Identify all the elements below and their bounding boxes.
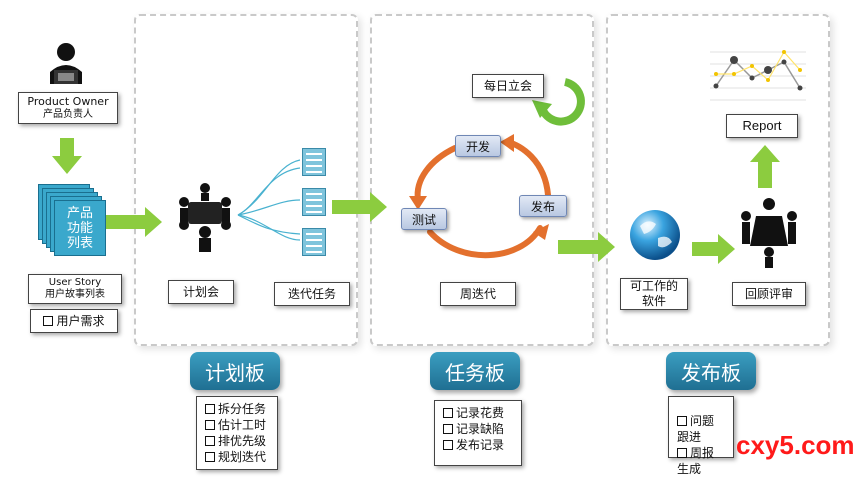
- plan-board-item: 拆分任务: [205, 401, 269, 417]
- plan-board-item: 规划迭代: [205, 449, 269, 465]
- working-software-line2: 软件: [641, 294, 666, 308]
- checkbox-icon: [205, 436, 215, 446]
- cycle-arrowhead-3: [500, 134, 514, 152]
- checkbox-icon: [677, 448, 687, 458]
- product-owner-avatar-icon: [50, 43, 82, 84]
- weekly-iteration-label: 周迭代: [440, 282, 516, 306]
- arrow-software-to-review: [692, 234, 735, 264]
- plan-board-item: 估计工时: [205, 417, 269, 433]
- connector-to-task-2: [237, 199, 301, 216]
- checkbox-icon: [205, 420, 215, 430]
- task-board-title: 任务板: [430, 352, 520, 390]
- checkbox-icon: [677, 416, 687, 426]
- connector-to-task-3b: [237, 214, 301, 235]
- release-board-item: 周报生成: [677, 446, 715, 476]
- task-board-list: 记录花费 记录缺陷 发布记录: [434, 400, 522, 466]
- planning-meeting-label: 计划会: [168, 280, 234, 304]
- report-chart-icon: [710, 50, 806, 101]
- release-board-item: 问题跟进: [677, 414, 715, 444]
- cycle-arrowhead-2: [533, 224, 549, 240]
- checkbox-icon: [205, 452, 215, 462]
- cycle-arrowhead-1: [409, 196, 427, 210]
- task-doc-icon: [302, 188, 326, 216]
- globe-icon: [630, 210, 680, 260]
- user-story-label: User Story 用户故事列表: [28, 274, 122, 304]
- user-needs-label: 用户需求: [30, 309, 118, 333]
- task-doc-icon: [302, 148, 326, 176]
- task-doc-icon: [302, 228, 326, 256]
- release-board-list: 问题跟进 周报生成: [668, 396, 734, 476]
- standup-loop-icon: [538, 78, 585, 126]
- iteration-tasks-label: 迭代任务: [274, 282, 350, 306]
- feature-list-stack: 产品 功能 列表: [38, 184, 108, 260]
- daily-standup-label: 每日立会: [472, 74, 544, 98]
- release-node: 发布: [519, 195, 567, 217]
- connector-to-task-3: [237, 214, 301, 241]
- checkbox-icon: [443, 424, 453, 434]
- product-owner-label: Product Owner 产品负责人: [18, 92, 118, 124]
- develop-node: 开发: [455, 135, 501, 157]
- working-software-line1: 可工作的: [629, 279, 678, 293]
- product-owner-en: Product Owner: [27, 94, 109, 108]
- arrow-cycle-to-software: [558, 232, 615, 262]
- user-story-en: User Story: [48, 276, 102, 288]
- review-label: 回顾评审: [732, 282, 806, 306]
- arrow-list-to-meeting: [105, 207, 162, 237]
- watermark: cxy5.com: [736, 430, 855, 460]
- user-needs-text: 用户需求: [56, 313, 105, 328]
- task-board-item: 记录缺陷: [443, 421, 513, 437]
- checkbox-icon: [443, 408, 453, 418]
- cycle-arc-dev-to-test: [414, 145, 458, 203]
- working-software-label: 可工作的 软件: [620, 278, 688, 310]
- feature-list-line2: 功能: [66, 220, 93, 236]
- plan-board-title: 计划板: [190, 352, 280, 390]
- task-board-item: 记录花费: [443, 405, 513, 421]
- plan-board-item: 排优先级: [205, 433, 269, 449]
- connector-to-task-1b: [237, 167, 301, 216]
- release-board-title: 发布板: [666, 352, 756, 390]
- task-board-item: 发布记录: [443, 437, 513, 453]
- report-label: Report: [726, 114, 798, 138]
- user-story-zh: 用户故事列表: [45, 289, 105, 300]
- test-node: 测试: [401, 208, 447, 230]
- meeting-table-icon: [179, 183, 231, 252]
- checkbox-icon: [205, 404, 215, 414]
- arrow-po-to-list: [52, 138, 82, 174]
- checkbox-icon: [43, 316, 54, 326]
- plan-board-list: 拆分任务 估计工时 排优先级 规划迭代: [196, 396, 278, 470]
- arrow-tasks-to-cycle: [332, 192, 387, 222]
- review-meeting-icon: [741, 198, 797, 268]
- product-owner-zh: 产品负责人: [43, 108, 93, 120]
- cycle-arc-test-to-release: [427, 225, 543, 259]
- feature-list-line3: 列表: [66, 235, 93, 251]
- arrow-review-to-report: [750, 145, 780, 188]
- feature-list-line1: 产品: [66, 205, 93, 221]
- checkbox-icon: [443, 440, 453, 450]
